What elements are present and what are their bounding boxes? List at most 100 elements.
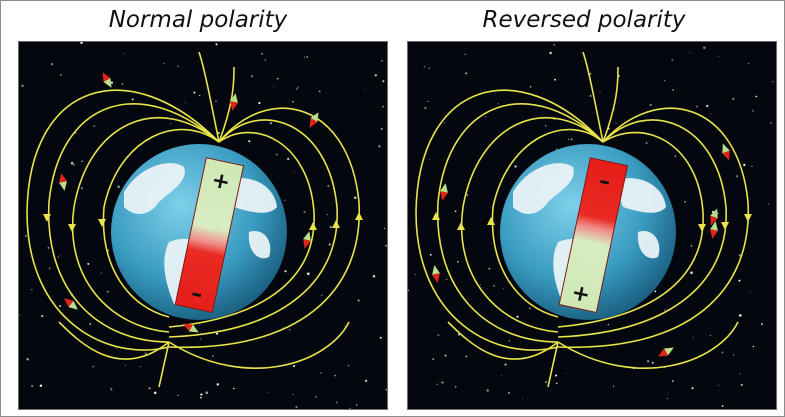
star-icon (436, 384, 438, 386)
star-icon (248, 140, 250, 142)
star-icon (149, 387, 151, 389)
star-icon (590, 95, 592, 97)
star-icon (48, 247, 50, 249)
star-icon (664, 80, 665, 81)
star-icon (465, 54, 466, 55)
star-icon (212, 355, 214, 357)
star-icon (770, 122, 771, 123)
star-icon (258, 102, 260, 104)
star-icon (378, 145, 381, 148)
star-icon (646, 142, 648, 144)
star-icon (107, 291, 108, 292)
star-icon (654, 291, 656, 293)
star-icon (295, 406, 297, 408)
star-icon (684, 201, 686, 203)
star-icon (106, 181, 107, 182)
star-icon (293, 365, 295, 367)
star-icon (348, 365, 349, 366)
star-icon (251, 75, 253, 77)
star-icon (73, 164, 75, 166)
star-icon (140, 366, 141, 367)
star-icon (270, 122, 272, 124)
star-icon (432, 358, 434, 360)
star-icon (718, 385, 719, 386)
star-icon (110, 388, 112, 390)
star-icon (424, 107, 426, 109)
star-icon (217, 383, 220, 386)
star-icon (49, 267, 51, 269)
star-icon (122, 83, 124, 85)
star-icon (382, 106, 384, 108)
star-icon (732, 98, 734, 100)
star-icon (87, 263, 89, 265)
star-icon (428, 101, 429, 102)
star-icon (424, 66, 426, 68)
star-icon (60, 74, 62, 76)
star-icon (365, 89, 366, 90)
star-icon (215, 101, 216, 102)
star-icon (565, 373, 566, 374)
star-icon (710, 335, 711, 336)
star-icon (25, 235, 27, 237)
star-icon (693, 337, 694, 338)
star-icon (101, 272, 102, 273)
star-icon (691, 245, 693, 247)
star-icon (304, 57, 305, 58)
star-icon (529, 308, 531, 310)
star-icon (516, 316, 518, 318)
star-icon (200, 339, 201, 340)
star-icon (549, 52, 551, 54)
star-icon (215, 43, 217, 45)
star-icon (772, 81, 773, 82)
star-icon (751, 166, 752, 167)
star-icon (652, 362, 654, 364)
star-icon (545, 125, 546, 126)
star-icon (691, 387, 693, 389)
star-icon (381, 60, 383, 62)
star-icon (486, 389, 488, 391)
star-icon (554, 44, 555, 45)
star-icon (672, 89, 674, 91)
star-icon (356, 404, 358, 406)
star-icon (497, 103, 498, 104)
star-icon (327, 185, 329, 187)
star-icon (358, 299, 360, 301)
star-icon (457, 261, 459, 263)
star-icon (289, 329, 290, 330)
star-icon (233, 388, 234, 389)
star-icon (319, 90, 321, 92)
star-icon (718, 56, 719, 57)
star-icon (465, 72, 467, 74)
star-icon (303, 211, 305, 213)
star-icon (667, 398, 668, 399)
star-icon (437, 334, 439, 336)
star-icon (466, 356, 468, 358)
star-icon (154, 392, 156, 394)
star-icon (738, 280, 740, 282)
star-icon (446, 279, 447, 280)
star-icon (276, 154, 278, 156)
star-icon (514, 165, 516, 167)
star-icon (739, 314, 742, 317)
star-icon (689, 52, 690, 53)
star-icon (200, 393, 202, 395)
star-icon (429, 159, 430, 160)
star-icon (125, 365, 126, 366)
star-icon (178, 66, 179, 67)
star-icon (504, 363, 506, 365)
star-icon (508, 392, 510, 394)
star-icon (330, 226, 332, 228)
star-icon (748, 63, 749, 64)
star-icon (488, 268, 490, 270)
star-icon (216, 333, 218, 335)
star-icon (327, 214, 328, 215)
star-icon (509, 340, 510, 341)
star-icon (306, 56, 308, 58)
star-icon (297, 87, 298, 88)
star-icon (573, 140, 574, 141)
star-icon (752, 110, 753, 111)
star-icon (265, 59, 266, 60)
star-icon (268, 392, 269, 393)
star-icon (480, 284, 481, 285)
